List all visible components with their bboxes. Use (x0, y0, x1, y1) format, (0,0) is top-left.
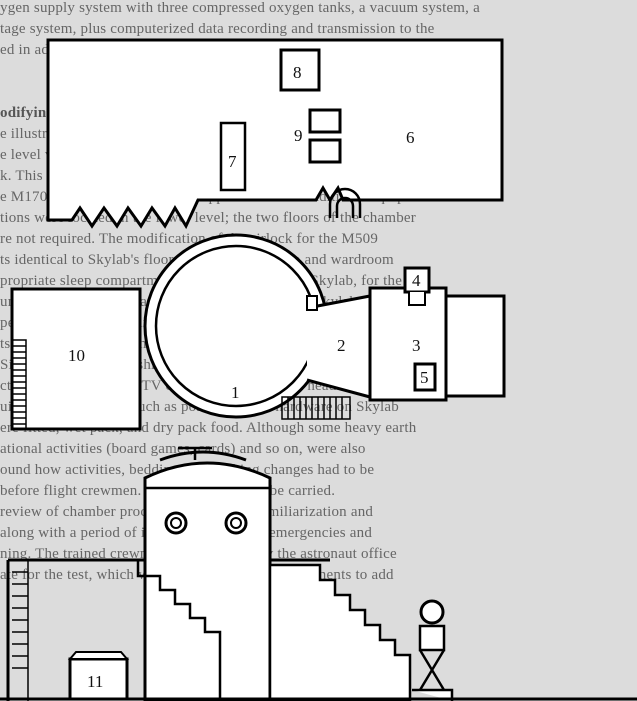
background-text-line: tions were located in the lower level; t… (0, 210, 416, 226)
room-10 (10, 287, 142, 431)
cart-11-top (67, 651, 130, 660)
box-4-neck (408, 292, 426, 306)
equipment-rack-8 (279, 48, 321, 92)
label-3: 3 (412, 336, 421, 355)
left-stair (136, 560, 222, 701)
label-1: 1 (231, 383, 240, 402)
operator-body (412, 624, 454, 701)
console-7 (219, 121, 247, 192)
background-text-line: ygen supply system with three compressed… (0, 0, 480, 16)
porthole-right-inner (230, 517, 242, 529)
deck-railing (281, 396, 351, 420)
airlock-3-end (444, 294, 506, 398)
operator-head (419, 599, 445, 625)
label-9: 9 (294, 126, 303, 145)
left-ladder (12, 559, 29, 701)
label-10: 10 (68, 346, 85, 365)
ladder-10 (12, 339, 27, 430)
label-5: 5 (420, 368, 429, 387)
box-5 (413, 362, 437, 392)
stair (268, 563, 412, 701)
room-6 (46, 38, 504, 230)
box-4 (403, 266, 431, 294)
left-platform (6, 558, 145, 701)
background-text-line: tage system, plus computerized data reco… (0, 21, 435, 37)
cabinet-9-upper (308, 108, 342, 134)
label-4: 4 (412, 271, 421, 290)
chamber-elevation (143, 461, 272, 701)
label-2: 2 (337, 336, 346, 355)
label-8: 8 (293, 63, 302, 82)
chamber-1-inner (154, 244, 318, 408)
label-6: 6 (406, 128, 415, 147)
label-11: 11 (87, 672, 103, 691)
wall-arch (328, 187, 362, 218)
label-7: 7 (228, 152, 237, 171)
dome-arc (159, 450, 247, 462)
dome-mast (178, 446, 212, 460)
porthole-left-inner (170, 517, 182, 529)
background-text-line: re not required. The modification of the… (0, 231, 379, 247)
cabinet-9-lower (308, 138, 342, 164)
connector-2-ring (306, 295, 318, 311)
